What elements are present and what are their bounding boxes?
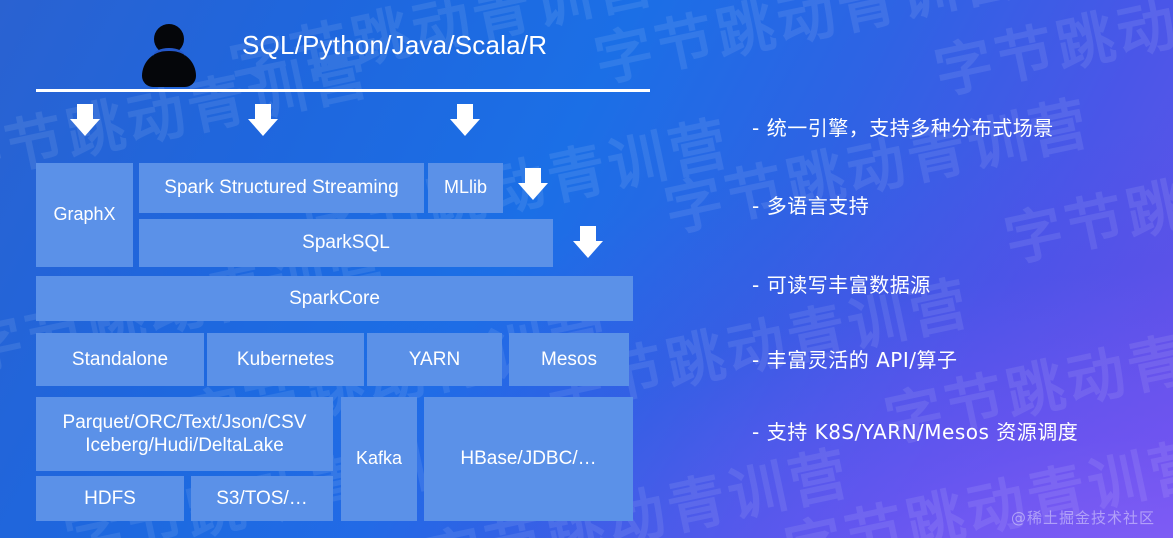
bullet-data-sources: -可读写丰富数据源: [752, 269, 931, 298]
block-label: Kafka: [355, 448, 403, 469]
header-divider: [36, 89, 650, 92]
bullet-resource-scheduling: -支持 K8S/YARN/Mesos 资源调度: [752, 416, 1078, 445]
arrow-shaft: [580, 226, 596, 242]
block-s3-tos: S3/TOS/…: [191, 476, 333, 521]
bullet-text: 多语言支持: [766, 194, 870, 218]
user-languages-row: SQL/Python/Java/Scala/R: [36, 10, 650, 88]
bullet-text: 丰富灵活的 API/算子: [766, 348, 958, 372]
block-sparkcore: SparkCore: [36, 276, 633, 321]
block-label: SparkSQL: [302, 232, 390, 254]
block-kubernetes: Kubernetes: [207, 333, 364, 386]
arrow-head: [518, 183, 548, 200]
bullet-text: 可读写丰富数据源: [766, 273, 931, 297]
block-label: YARN: [408, 348, 461, 370]
languages-label: SQL/Python/Java/Scala/R: [242, 30, 548, 60]
arrow-shaft: [457, 104, 473, 120]
arrow-shaft: [525, 168, 541, 184]
block-label: MLlib: [443, 177, 487, 198]
block-spark-structured-streaming: Spark Structured Streaming: [139, 163, 424, 213]
bullet-dash: -: [752, 273, 760, 297]
bullet-text: 统一引擎，支持多种分布式场景: [766, 116, 1054, 140]
watermark-text: 字节跳动青训营: [659, 90, 1098, 245]
arrow-shaft: [77, 104, 93, 120]
block-label: Spark Structured Streaming: [164, 177, 399, 199]
arrow-head: [248, 119, 278, 136]
block-hdfs: HDFS: [36, 476, 184, 521]
block-label: HDFS: [84, 487, 136, 509]
bullet-multi-language: -多语言支持: [752, 190, 869, 219]
person-icon: [140, 24, 198, 87]
bullet-rich-api: -丰富灵活的 API/算子: [752, 344, 957, 373]
watermark-text: 字节跳动青训营: [589, 0, 1028, 95]
bullet-unified-engine: -统一引擎，支持多种分布式场景: [752, 112, 1054, 141]
arrow-head: [450, 119, 480, 136]
arrow-shaft: [255, 104, 271, 120]
block-label: S3/TOS/…: [216, 487, 308, 509]
block-mesos: Mesos: [509, 333, 629, 386]
block-label: Standalone: [71, 348, 169, 370]
corner-watermark: @稀土掘金技术社区: [1010, 509, 1155, 527]
bullet-text: 支持 K8S/YARN/Mesos 资源调度: [766, 420, 1079, 444]
arrow-head: [70, 119, 100, 136]
person-neck-icon: [153, 48, 185, 65]
bullet-dash: -: [752, 420, 760, 444]
block-label: HBase/JDBC/…: [460, 448, 597, 470]
bullet-dash: -: [752, 194, 760, 218]
bullet-dash: -: [752, 116, 760, 140]
block-sparksql: SparkSQL: [139, 219, 553, 267]
block-label: Mesos: [541, 348, 597, 370]
block-hbase-jdbc: HBase/JDBC/…: [424, 397, 633, 521]
block-graphx: GraphX: [36, 163, 133, 267]
watermark-text: 字节跳动青训营: [929, 0, 1173, 107]
bullet-dash: -: [752, 348, 760, 372]
block-label: Kubernetes: [236, 348, 335, 370]
arrow-head: [573, 241, 603, 258]
block-mllib: MLlib: [428, 163, 503, 213]
block-yarn: YARN: [367, 333, 502, 386]
block-standalone: Standalone: [36, 333, 204, 386]
block-kafka: Kafka: [341, 397, 417, 521]
block-label: SparkCore: [289, 287, 380, 309]
block-label: GraphX: [53, 204, 116, 225]
